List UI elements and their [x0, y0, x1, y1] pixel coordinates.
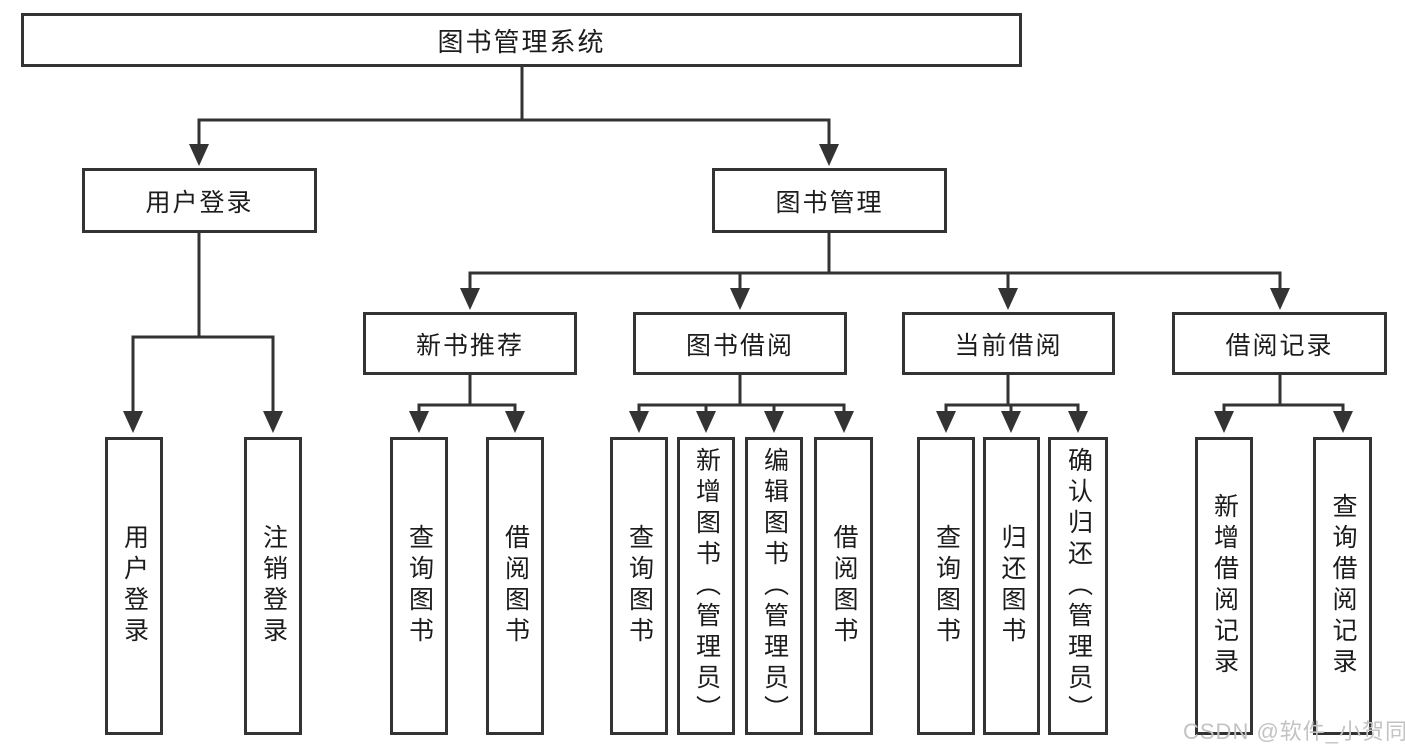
node-borrow-records: 借阅记录	[1172, 312, 1387, 375]
node-current-borrowing-label: 当前借阅	[954, 331, 1063, 360]
leaf-logout: 注销登录	[244, 437, 302, 735]
leaf-borrow-books-recommend: 借阅图书	[486, 437, 544, 735]
leaf-add-borrow-record: 新增借阅记录	[1195, 437, 1253, 735]
node-user-login: 用户登录	[82, 168, 317, 233]
leaf-user-login-label: 用户登录	[120, 524, 149, 648]
node-new-book-recommend-label: 新书推荐	[415, 331, 524, 360]
leaf-confirm-return-admin-label: 确认归还（管理员）	[1064, 446, 1093, 726]
leaf-add-books-admin: 新增图书（管理员）	[677, 437, 735, 735]
leaf-query-books-recommend-label: 查询图书	[405, 524, 434, 648]
node-book-borrowing-label: 图书借阅	[685, 331, 794, 360]
leaf-borrow-books-recommend-label: 借阅图书	[501, 524, 530, 648]
node-borrow-records-label: 借阅记录	[1225, 331, 1334, 360]
node-root: 图书管理系统	[21, 13, 1022, 67]
leaf-query-books-current: 查询图书	[917, 437, 975, 735]
node-book-borrowing: 图书借阅	[633, 312, 847, 375]
leaf-confirm-return-admin: 确认归还（管理员）	[1048, 437, 1108, 735]
leaf-edit-books-admin: 编辑图书（管理员）	[745, 437, 803, 735]
leaf-borrow-books-label: 借阅图书	[830, 524, 858, 648]
node-book-management-label: 图书管理	[775, 188, 884, 217]
leaf-add-books-admin-label: 新增图书（管理员）	[692, 446, 721, 726]
leaf-return-books-label: 归还图书	[998, 524, 1026, 648]
leaf-query-borrow-record: 查询借阅记录	[1313, 437, 1372, 735]
node-root-label: 图书管理系统	[437, 26, 606, 57]
watermark: CSDN @软件_小贺同学	[1183, 719, 1405, 744]
leaf-query-borrow-record-label: 查询借阅记录	[1329, 493, 1357, 679]
node-current-borrowing: 当前借阅	[902, 312, 1115, 375]
leaf-return-books: 归还图书	[983, 437, 1040, 735]
leaf-edit-books-admin-label: 编辑图书（管理员）	[760, 446, 789, 726]
node-user-login-label: 用户登录	[145, 188, 254, 217]
leaf-query-books-current-label: 查询图书	[932, 524, 961, 648]
leaf-query-books-recommend: 查询图书	[390, 437, 448, 735]
leaf-logout-label: 注销登录	[259, 524, 288, 648]
leaf-query-books-borrowing-label: 查询图书	[625, 524, 654, 648]
node-new-book-recommend: 新书推荐	[363, 312, 577, 375]
leaf-query-books-borrowing: 查询图书	[610, 437, 668, 735]
leaf-add-borrow-record-label: 新增借阅记录	[1210, 493, 1239, 679]
node-book-management: 图书管理	[712, 168, 947, 233]
leaf-borrow-books: 借阅图书	[814, 437, 873, 735]
leaf-user-login: 用户登录	[105, 437, 163, 735]
